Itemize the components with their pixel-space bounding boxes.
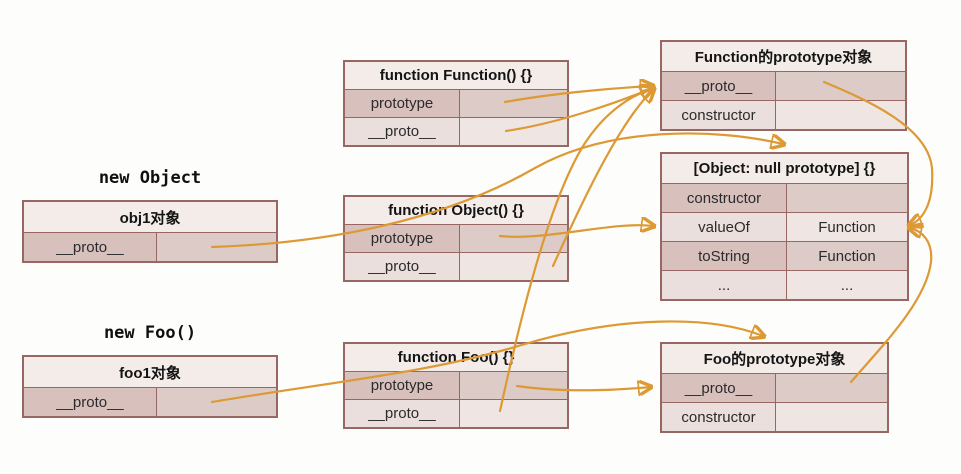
table-row: prototype [345, 224, 567, 252]
new-foo-code-label: new Foo() [103, 323, 197, 343]
prototype-label-cell: prototype [345, 372, 459, 399]
proto-label-cell: __proto__ [345, 400, 459, 427]
proto-value-cell [459, 253, 567, 280]
constructor-value-cell [786, 184, 907, 212]
proto-value-cell [156, 233, 276, 261]
function-object-title: function Object() {} [345, 197, 567, 224]
table-row: valueOf Function [662, 212, 907, 241]
prototype-value-cell [459, 372, 567, 399]
function-prototype-title: Function的prototype对象 [662, 42, 905, 71]
table-row: constructor [662, 100, 905, 129]
constructor-value-cell [775, 101, 905, 129]
table-row: __proto__ [662, 71, 905, 100]
proto-value-cell [775, 374, 887, 402]
prototype-value-cell [459, 90, 567, 117]
proto-label-cell: __proto__ [24, 388, 156, 416]
constructor-value-cell [775, 403, 887, 431]
foo-prototype-object-table: Foo的prototype对象 __proto__ constructor [660, 342, 889, 433]
tostring-label-cell: toString [662, 242, 786, 270]
proto-value-cell [775, 72, 905, 100]
constructor-label-cell: constructor [662, 403, 775, 431]
proto-label-cell: __proto__ [662, 374, 775, 402]
constructor-label-cell: constructor [662, 184, 786, 212]
table-row: __proto__ [24, 232, 276, 261]
proto-value-cell [156, 388, 276, 416]
proto-value-cell [459, 118, 567, 145]
obj1-object-table: obj1对象 __proto__ [22, 200, 278, 263]
table-row: prototype [345, 89, 567, 117]
table-row: __proto__ [345, 117, 567, 145]
table-row: prototype [345, 371, 567, 399]
prototype-label-cell: prototype [345, 225, 459, 252]
prototype-label-cell: prototype [345, 90, 459, 117]
table-row: __proto__ [345, 252, 567, 280]
function-object-table: function Object() {} prototype __proto__ [343, 195, 569, 282]
table-row: toString Function [662, 241, 907, 270]
table-row: __proto__ [345, 399, 567, 427]
proto-value-cell [459, 400, 567, 427]
prototype-value-cell [459, 225, 567, 252]
object-null-prototype-table: [Object: null prototype] {} constructor … [660, 152, 909, 301]
function-function-table: function Function() {} prototype __proto… [343, 60, 569, 147]
table-row: constructor [662, 402, 887, 431]
table-row: ... ... [662, 270, 907, 299]
new-object-code-label: new Object [98, 168, 202, 188]
proto-label-cell: __proto__ [662, 72, 775, 100]
ellipsis-label-cell: ... [662, 271, 786, 299]
foo-prototype-title: Foo的prototype对象 [662, 344, 887, 373]
foo1-table-title: foo1对象 [24, 357, 276, 387]
valueof-label-cell: valueOf [662, 213, 786, 241]
constructor-label-cell: constructor [662, 101, 775, 129]
table-row: __proto__ [662, 373, 887, 402]
valueof-value-cell: Function [786, 213, 907, 241]
ellipsis-value-cell: ... [786, 271, 907, 299]
table-row: constructor [662, 183, 907, 212]
table-row: __proto__ [24, 387, 276, 416]
proto-label-cell: __proto__ [24, 233, 156, 261]
obj1-table-title: obj1对象 [24, 202, 276, 232]
function-function-title: function Function() {} [345, 62, 567, 89]
function-foo-table: function Foo() {} prototype __proto__ [343, 342, 569, 429]
foo1-object-table: foo1对象 __proto__ [22, 355, 278, 418]
function-foo-title: function Foo() {} [345, 344, 567, 371]
object-null-prototype-title: [Object: null prototype] {} [662, 154, 907, 183]
tostring-value-cell: Function [786, 242, 907, 270]
proto-label-cell: __proto__ [345, 253, 459, 280]
function-prototype-object-table: Function的prototype对象 __proto__ construct… [660, 40, 907, 131]
proto-label-cell: __proto__ [345, 118, 459, 145]
